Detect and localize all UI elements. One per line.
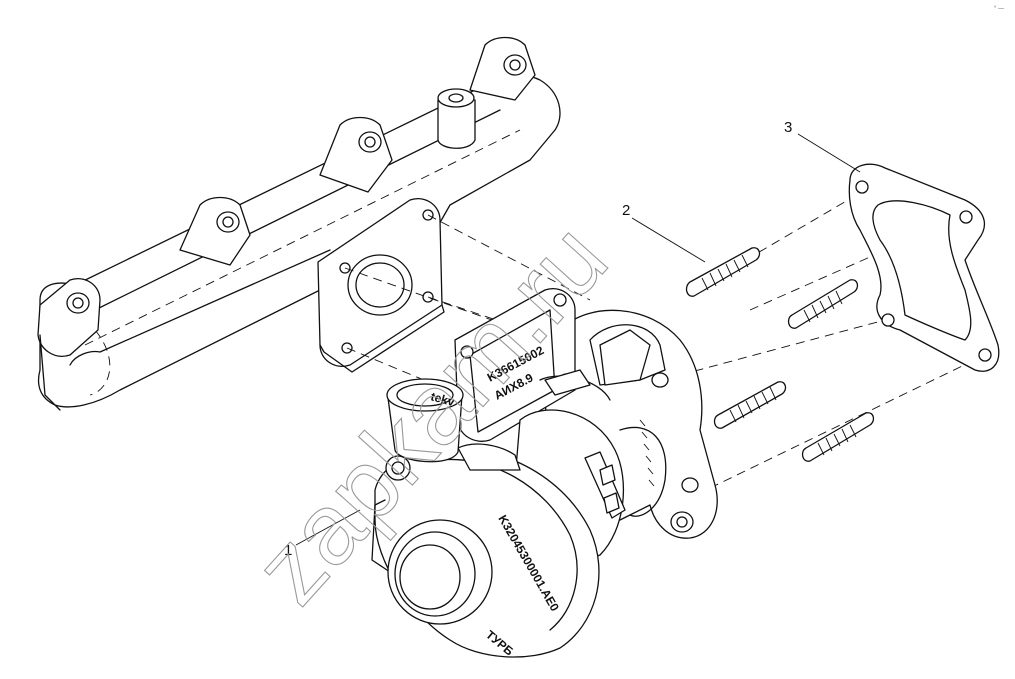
gasket: [848, 163, 1000, 372]
stud-4: [801, 412, 875, 462]
manifold-outlet-flange: [317, 198, 445, 373]
stud-3: [713, 381, 787, 429]
callout-3: 3: [784, 119, 861, 173]
manifold-port-3: [469, 36, 536, 101]
callouts: 1 2 3: [284, 119, 861, 559]
compressor-inlet: [387, 519, 493, 625]
inlet-marking: tekv: [429, 389, 456, 409]
stud-2: [787, 279, 859, 329]
callout-1: 1: [284, 509, 361, 559]
turbocharger: K36615002 АИХ8.9 K32045300001.АЕ0 ТУРБ: [371, 288, 718, 659]
compressor-outlet: tekv: [385, 378, 464, 481]
stud-1: [685, 247, 761, 297]
callout-label-1: 1: [284, 542, 292, 559]
corner-mark: ° —: [994, 6, 1004, 12]
manifold-flange-left: [37, 278, 101, 411]
manifold-port-2: [319, 116, 393, 193]
callout-2: 2: [622, 202, 706, 263]
manifold-port-1: [179, 196, 251, 266]
manifold-sensor-boss: [437, 88, 476, 149]
callout-label-2: 2: [622, 202, 630, 219]
exhaust-manifold: [37, 36, 561, 411]
turbine-inlet-flange: K36615002 АИХ8.9: [454, 288, 576, 442]
callout-label-3: 3: [784, 119, 792, 136]
